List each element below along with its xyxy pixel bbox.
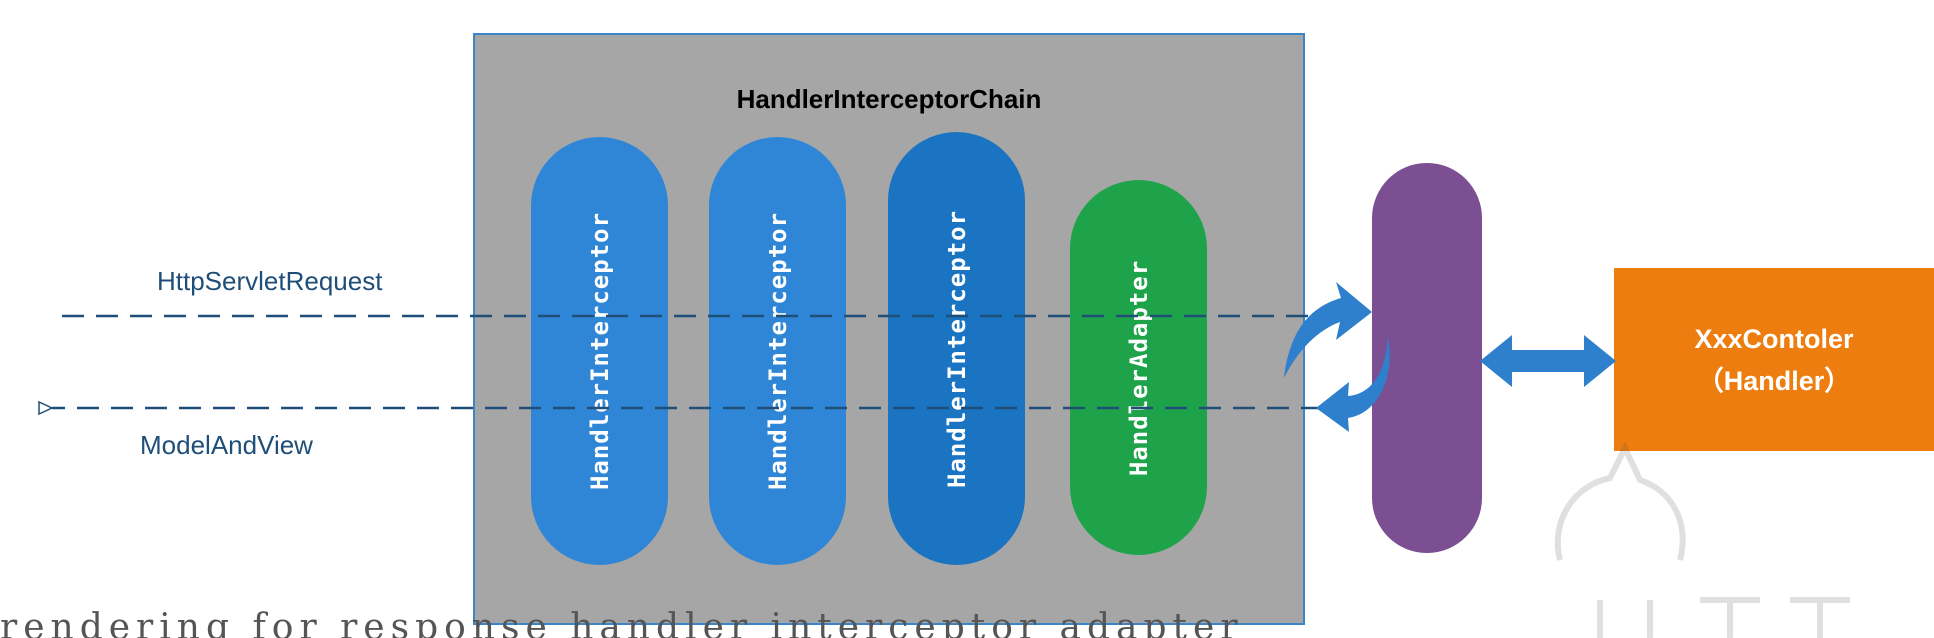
dispatcher-pill xyxy=(1372,163,1482,553)
watermark-logo xyxy=(1554,441,1850,638)
curved-forward-arrow xyxy=(1284,282,1372,378)
handler-adapter-pill: HandlerAdapter xyxy=(1070,180,1207,555)
controller-type: （Handler） xyxy=(1696,365,1852,396)
chain-title: HandlerInterceptorChain xyxy=(736,84,1042,114)
bidirectional-arrow xyxy=(1480,335,1616,387)
controller-name: XxxContoler xyxy=(1694,323,1854,354)
xxx-controller-handler-box: XxxContoler （Handler） xyxy=(1614,268,1934,451)
interceptor-pill-3: HandlerInterceptor xyxy=(888,132,1025,565)
interceptor-pill-2: HandlerInterceptor xyxy=(709,137,846,565)
cut-off-caption-text: rendering for response handler intercept… xyxy=(0,607,1244,638)
curved-return-arrow xyxy=(1316,336,1390,432)
http-servlet-request-label: HttpServletRequest xyxy=(157,266,383,296)
model-and-view-label: ModelAndView xyxy=(140,430,313,460)
interceptor-pill-1: HandlerInterceptor xyxy=(531,137,668,565)
